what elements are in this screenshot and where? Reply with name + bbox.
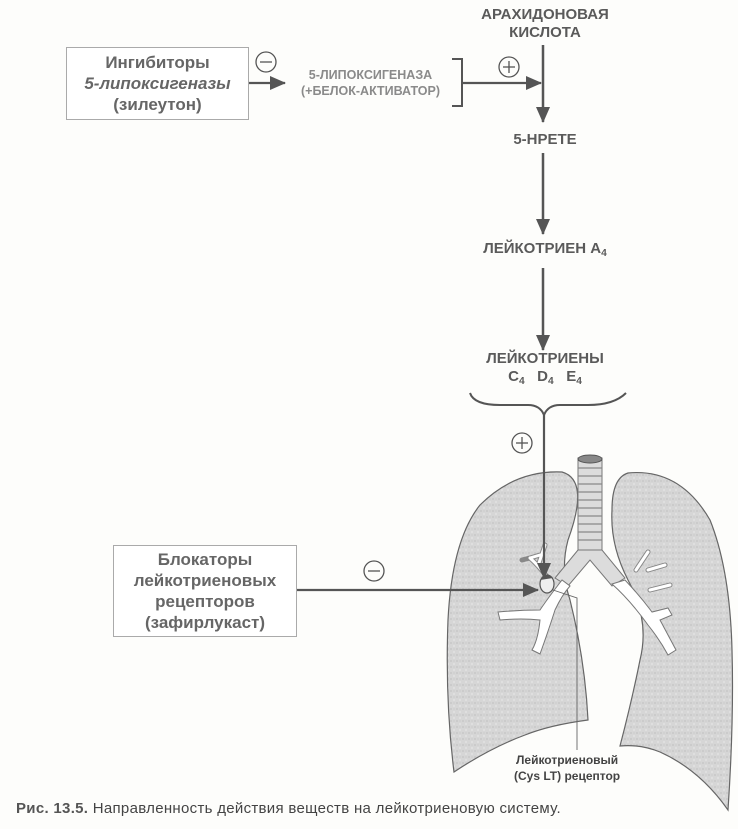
blocker-line3: рецепторов — [155, 592, 255, 611]
enzyme-line2: (+БЕЛОК-АКТИВАТОР) — [300, 84, 440, 98]
leukotrienes-list: C4 D4 E4 — [460, 368, 630, 391]
lungs-illustration — [446, 454, 734, 812]
arachidonic-acid-line2: КИСЛОТА — [509, 24, 581, 41]
caption-text: Направленность действия веществ на лейко… — [92, 800, 561, 817]
plus-sign-enzyme — [498, 56, 520, 78]
inhibitor-line3: (зилеутон) — [113, 95, 202, 114]
blocker-line4: (зафирлукаст) — [144, 613, 266, 632]
inhibitor-line2: 5-липоксигеназы — [84, 74, 231, 93]
receptor-line2: (Cys LT) рецептор — [514, 769, 621, 783]
leukotriene-d4: D4 — [537, 368, 554, 388]
enzyme-line1: 5-ЛИПОКСИГЕНАЗА — [308, 68, 433, 82]
inhibitor-box: Ингибиторы 5-липоксигеназы (зилеутон) — [66, 47, 249, 120]
leukotrienes-title: ЛЕЙКОТРИЕНЫ — [486, 350, 604, 367]
leukotriene-a4-label: ЛЕЙКОТРИЕН A4 — [455, 240, 635, 259]
plus-sign-leukotrienes — [511, 432, 533, 454]
hpete-label: 5-HPETE — [513, 131, 577, 148]
left-lung — [446, 471, 589, 774]
leukotriene-e4: E4 — [566, 368, 582, 388]
leukotriene-a4-text: ЛЕЙКОТРИЕН A — [483, 240, 602, 257]
arachidonic-acid-line1: АРАХИДОНОВАЯ — [481, 6, 609, 23]
enzyme-label: 5-ЛИПОКСИГЕНАЗА (+БЕЛОК-АКТИВАТОР) — [288, 67, 453, 99]
blocker-line2: лейкотриеновых — [133, 571, 277, 590]
trachea — [577, 457, 603, 551]
leukotrienes-label: ЛЕЙКОТРИЕНЫ C4 D4 E4 — [460, 350, 630, 391]
inhibitor-line1: Ингибиторы — [105, 53, 210, 72]
receptor-leader-line — [552, 589, 578, 750]
leukotriene-a4-subscript: 4 — [601, 248, 607, 260]
minus-sign-blocker — [363, 560, 385, 582]
minus-sign-inhibitor — [255, 51, 277, 73]
right-lung — [611, 471, 734, 812]
receptor-line1: Лейкотриеновый — [515, 753, 619, 767]
enzyme-bracket — [452, 58, 463, 107]
figure-caption: Рис. 13.5. Направленность действия вещес… — [16, 800, 561, 817]
blocker-box: Блокаторы лейкотриеновых рецепторов (заф… — [113, 545, 297, 637]
figure-number: Рис. 13.5. — [16, 800, 89, 817]
leukotriene-c4: C4 — [508, 368, 525, 388]
blocker-line1: Блокаторы — [157, 550, 253, 569]
arachidonic-acid-label: АРАХИДОНОВАЯ КИСЛОТА — [470, 6, 620, 42]
receptor-label: Лейкотриеновый (Cys LT) рецептор — [514, 752, 620, 784]
curly-brace — [469, 392, 627, 418]
